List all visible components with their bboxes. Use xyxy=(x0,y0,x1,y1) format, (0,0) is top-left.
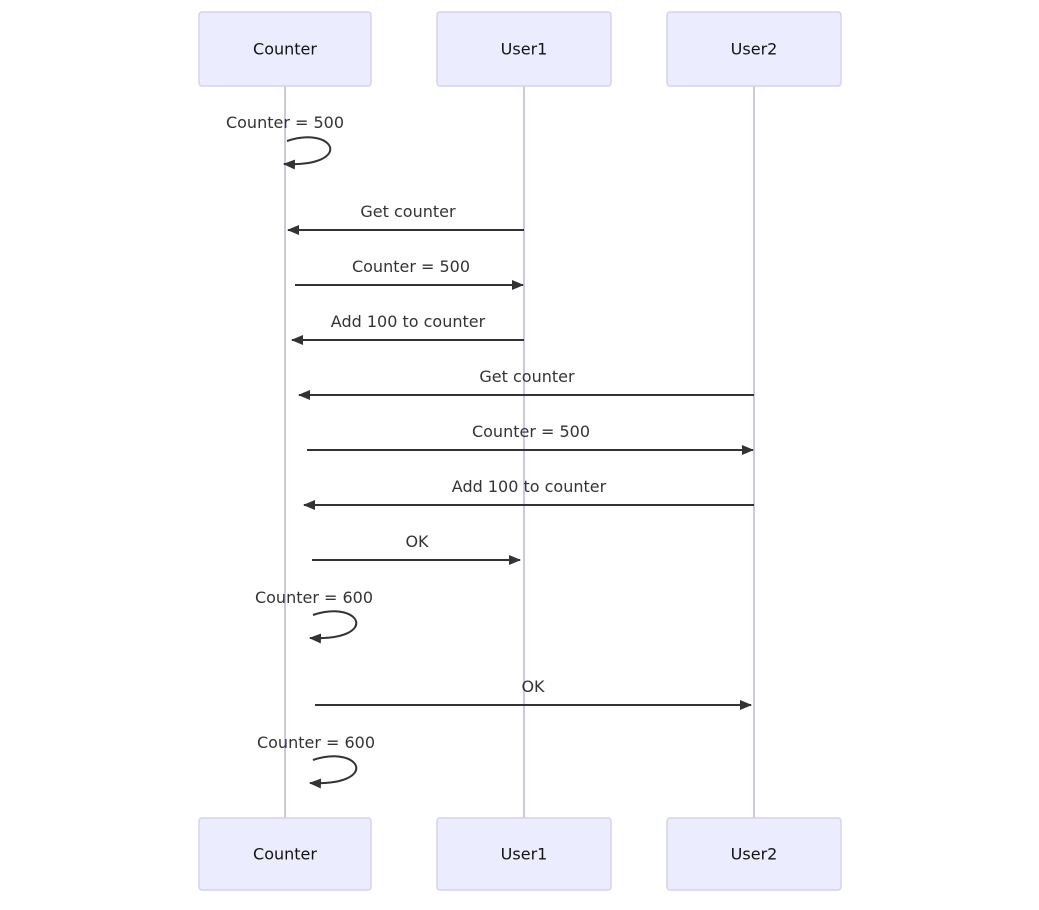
message-label: Counter = 500 xyxy=(226,113,344,132)
actor-box xyxy=(666,11,842,87)
actor-box xyxy=(666,817,842,891)
actor-top-counter: Counter xyxy=(198,11,372,87)
message-self-counter-600-first: Counter = 600 xyxy=(255,588,373,644)
message-add-100-user1: Add 100 to counter xyxy=(291,312,524,345)
self-loop-arrow xyxy=(309,610,358,644)
actor-label-user2: User2 xyxy=(731,845,778,864)
message-self-counter-600-second: Counter = 600 xyxy=(257,733,375,789)
actor-label-user1: User1 xyxy=(501,40,548,59)
message-label: Get counter xyxy=(479,367,575,386)
actor-bottom-user2: User2 xyxy=(666,817,842,891)
self-loop-arrow xyxy=(283,136,332,170)
message-ok-user2: OK xyxy=(315,677,752,710)
actor-bottom-counter: Counter xyxy=(198,817,372,891)
actor-box xyxy=(198,11,372,87)
message-label: Counter = 500 xyxy=(352,257,470,276)
message-ok-user1: OK xyxy=(312,532,521,565)
message-label: Counter = 600 xyxy=(257,733,375,752)
message-get-counter-user1: Get counter xyxy=(287,202,524,235)
actor-label-user2: User2 xyxy=(731,40,778,59)
message-counter-500-user2: Counter = 500 xyxy=(307,422,754,455)
actor-label-user1: User1 xyxy=(501,845,548,864)
actor-box xyxy=(198,817,372,891)
actor-bottom-user1: User1 xyxy=(436,817,612,891)
actor-top-user2: User2 xyxy=(666,11,842,87)
actor-box xyxy=(436,11,612,87)
message-get-counter-user2: Get counter xyxy=(298,367,754,400)
message-label: Add 100 to counter xyxy=(452,477,607,496)
actor-top-user1: User1 xyxy=(436,11,612,87)
message-label: Counter = 500 xyxy=(472,422,590,441)
message-label: Add 100 to counter xyxy=(331,312,486,331)
message-label: OK xyxy=(405,532,429,551)
actor-label-counter: Counter xyxy=(253,40,317,59)
message-self-counter-500: Counter = 500 xyxy=(226,113,344,170)
actor-box xyxy=(436,817,612,891)
self-loop-arrow xyxy=(309,755,358,789)
actor-label-counter: Counter xyxy=(253,845,317,864)
message-add-100-user2: Add 100 to counter xyxy=(303,477,754,510)
message-counter-500-user1: Counter = 500 xyxy=(295,257,524,290)
message-label: OK xyxy=(521,677,545,696)
message-label: Get counter xyxy=(360,202,456,221)
message-label: Counter = 600 xyxy=(255,588,373,607)
